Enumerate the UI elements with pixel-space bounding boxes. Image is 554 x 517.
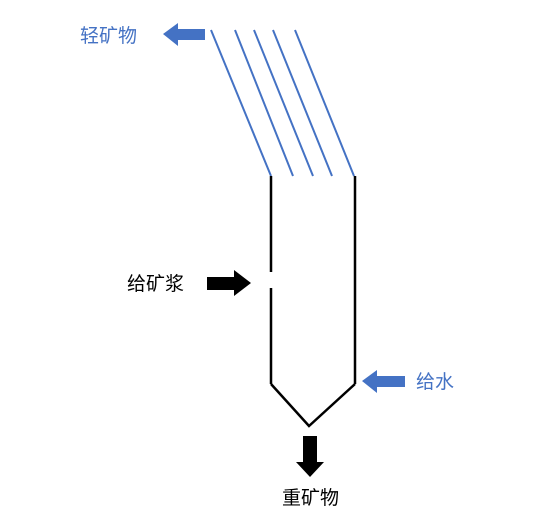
inclined-line-3 [272, 29, 333, 177]
inclined-line-1 [234, 29, 294, 177]
inclined-line-2 [253, 29, 314, 177]
heavy-minerals-label: 重矿物 [282, 487, 339, 509]
water-feed-label: 给水 [416, 371, 454, 393]
water-feed-arrow-icon [362, 370, 405, 393]
inclined-wall-right [294, 29, 355, 177]
feed-slurry-label: 给矿浆 [127, 273, 184, 295]
feed-slurry-arrow-icon [207, 270, 251, 296]
inclined-channel [210, 29, 355, 177]
inclined-wall-left [210, 29, 272, 177]
light-minerals-label: 轻矿物 [80, 25, 137, 47]
light-minerals-arrow-icon [163, 23, 205, 46]
column-cone-bottom [270, 383, 356, 428]
heavy-minerals-arrow-icon [296, 436, 324, 477]
column-body [269, 176, 357, 428]
